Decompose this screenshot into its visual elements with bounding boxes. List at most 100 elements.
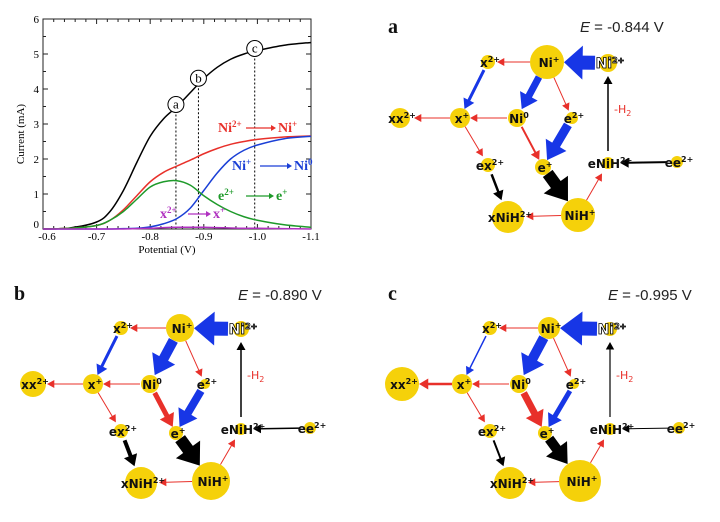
node-label-ep: e+ (540, 426, 555, 441)
flux-arrow-ep-to-NiHp (545, 435, 568, 465)
node-label-xx2p: xx2+ (21, 377, 49, 392)
node-label-NiHp: NiH+ (567, 474, 598, 489)
flux-arrow-ee2p-to-eNiH2p (252, 424, 301, 434)
node-label-e2p-base: e (564, 112, 572, 126)
node-label-xx2p-base: xx (390, 378, 406, 392)
annotation-from: x2+ (160, 205, 177, 222)
node-label-ep-sup: + (546, 160, 553, 169)
node-circle-NiHp (561, 198, 595, 232)
node-label-xNiH2p-base: xNiH (488, 211, 520, 225)
potential-value: = -0.890 V (248, 287, 322, 304)
x-tick-label: -0.8 (141, 231, 159, 243)
series-line-0 (42, 41, 312, 230)
node-label-e2p-base: e (566, 378, 574, 392)
annotation-to-base: Ni (294, 159, 308, 174)
flux-arrow-Ni2p-to-Nip (193, 311, 229, 346)
node-label-e2p-base: e (197, 378, 205, 392)
node-label-xp: x+ (88, 377, 102, 392)
annotation-arrowhead (287, 163, 292, 169)
annotation-from-base: x (160, 207, 167, 222)
node-label-Nip: Ni+ (539, 55, 560, 70)
node-circle-ex2p (483, 424, 497, 438)
node-label-eNiH2p-sup: 2+ (253, 422, 265, 431)
annotation-arrowhead (206, 211, 211, 217)
node-circle-eNiH2p (602, 157, 614, 169)
node-label-NiHp-sup: + (222, 474, 229, 483)
y-tick-label: 2 (34, 154, 40, 166)
node-label-x2p: x2+ (482, 321, 502, 336)
flux-arrow-NiHp-to-xNiH2p (525, 212, 562, 221)
annotation-to-sup: + (220, 205, 225, 215)
node-label-Ni2p-base: Ni (598, 322, 615, 338)
node-label-xp-base: x (457, 378, 465, 392)
node-label-xNiH2p-sup: 2+ (153, 476, 165, 485)
node-label-ee2p: ee2+ (667, 421, 696, 436)
node-label-Ni0: Ni0 (142, 377, 162, 392)
node-label-xx2p: xx2+ (390, 377, 418, 392)
flux-arrow-xp-to-xx2p (419, 378, 452, 390)
node-label-ep-base: e (171, 427, 179, 441)
node-label-eNiH2p-base: eNiH (588, 157, 620, 171)
series-line-3 (42, 179, 312, 230)
node-label-ex2p: ex2+ (478, 424, 506, 439)
node-label-Nip: Ni+ (172, 321, 193, 336)
h2-release-label: -H2 (616, 369, 633, 384)
node-circle-x2p (483, 321, 497, 335)
flux-arrow-x2p-to-xp (96, 335, 119, 376)
flux-arrow-NiHp-to-eNiH2p (586, 173, 603, 201)
node-label-xp: x+ (455, 111, 469, 126)
node-label-Nip-sup: + (555, 321, 562, 330)
node-label-ee2p-sup: 2+ (314, 421, 326, 430)
node-label-eNiH2p-sup: 2+ (622, 422, 634, 431)
node-circle-xp (452, 374, 472, 394)
node-label-Ni0-sup: 0 (156, 377, 162, 386)
node-label-ex2p-base: ex (478, 425, 494, 439)
node-label-xx2p-sup: 2+ (406, 377, 418, 386)
node-label-ex2p-sup: 2+ (494, 424, 506, 433)
node-label-Ni2p-sup: 2+ (612, 56, 624, 65)
node-circle-Ni0 (508, 109, 526, 127)
node-label-xp-sup: + (96, 377, 103, 386)
node-label-ee2p-base: ee (667, 422, 683, 436)
annotation-arrowhead (269, 193, 274, 199)
node-label-xx2p: xx2+ (388, 111, 416, 126)
node-label-x2p-base: x (113, 322, 121, 336)
potential-symbol: E (238, 287, 249, 304)
potential-symbol: E (580, 19, 591, 36)
annotation-to: Ni+ (278, 119, 297, 136)
node-label-e2p: e2+ (566, 377, 586, 392)
potential-label-c: E = -0.995 V (608, 287, 692, 304)
potential-symbol: E (608, 287, 619, 304)
node-circle-Ni2p (233, 321, 249, 337)
node-label-Nip-sup: + (186, 321, 193, 330)
annotation-from: Ni+ (232, 157, 251, 174)
node-label-xNiH2p: xNiH2+ (490, 476, 534, 491)
node-label-Ni2p-base: Ni (229, 322, 246, 338)
h2-label-base: -H (616, 369, 628, 382)
flux-arrow-Nip-to-e2p (553, 337, 572, 377)
node-circle-xNiH2p (494, 467, 526, 499)
node-circle-ex2p (481, 158, 495, 172)
node-label-e2p: e2+ (564, 111, 584, 126)
node-circle-ep (535, 159, 551, 175)
node-label-Ni0: Ni0 (509, 111, 529, 126)
h2-label-sub: 2 (628, 375, 633, 384)
node-label-ee2p-sup: 2+ (683, 421, 695, 430)
node-label-x2p-base: x (480, 56, 488, 70)
node-label-NiHp-base: NiH (565, 209, 589, 223)
node-label-x2p-sup: 2+ (121, 321, 133, 330)
node-label-ex2p-base: ex (476, 159, 492, 173)
node-label-ep: e+ (538, 160, 553, 175)
node-label-ep: e+ (171, 426, 186, 441)
node-label-Ni2p: Ni2+ (229, 322, 258, 338)
node-label-Ni2p: Ni2+ (596, 56, 625, 72)
node-circle-e2p (200, 379, 210, 389)
flux-arrow-ep-to-NiHp (542, 169, 568, 202)
node-circle-x2p (481, 55, 495, 69)
annotation-from-base: e (218, 189, 224, 204)
node-label-Ni2p-sup: 2+ (245, 322, 257, 331)
node-label-ee2p-sup: 2+ (681, 155, 693, 164)
node-label-ex2p: ex2+ (476, 158, 504, 173)
